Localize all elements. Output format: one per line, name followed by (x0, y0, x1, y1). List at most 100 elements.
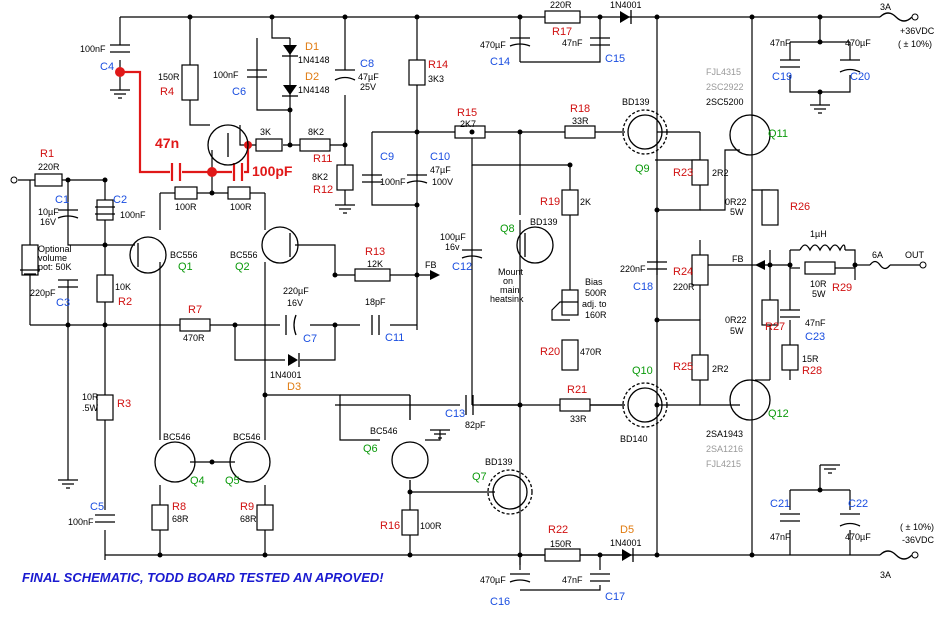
pot-label-3: pot: 50K (38, 262, 72, 272)
r15-ref: R15 (457, 107, 477, 119)
r23-value: 2R2 (712, 168, 729, 178)
r25-value: 2R2 (712, 364, 729, 374)
r11-ref: R11 (313, 153, 332, 165)
c17-ref: C17 (605, 591, 625, 603)
q6-type: BC546 (370, 426, 398, 436)
r26-ref: R26 (790, 201, 810, 213)
r15-value: 2K7 (460, 119, 476, 129)
r21-value: 33R (570, 414, 587, 424)
r4-value: 150R (158, 72, 180, 82)
r19-ref: R19 (540, 196, 560, 208)
r29-ref: R29 (832, 282, 852, 294)
q8-ref: Q8 (500, 223, 515, 235)
r21-ref: R21 (567, 384, 587, 396)
mount-label-3: main (500, 285, 520, 295)
c1-value: 10µF (38, 207, 59, 217)
r29-watt: 5W (812, 289, 826, 299)
bias-label-3: adj. to (582, 299, 607, 309)
c15-value: 47nF (562, 38, 583, 48)
c10-voltage: 100V (432, 177, 453, 187)
bias-label-2: 500R (585, 288, 607, 298)
d3-value: 1N4001 (270, 370, 302, 380)
schematic-title: FINAL SCHEMATIC, TODD BOARD TESTED AN AP… (22, 570, 384, 585)
q11-type: 2SC5200 (706, 97, 744, 107)
q1-type: BC556 (170, 250, 198, 260)
c19-ref: C19 (772, 71, 792, 83)
inductor-l1 (799, 244, 846, 252)
c9-ref: C9 (380, 151, 394, 163)
q10-ref: Q10 (632, 365, 653, 377)
c3-value: 220pF (30, 288, 56, 298)
d5-value: 1N4001 (610, 538, 642, 548)
c19-value: 47nF (770, 38, 791, 48)
c23-ref: C23 (805, 331, 825, 343)
c12-voltage: 16v (445, 242, 460, 252)
d1-value: 1N4148 (298, 55, 330, 65)
r9-value: 68R (240, 514, 257, 524)
c12-ref: C12 (452, 261, 472, 273)
r-q1-b-value: 100R (230, 202, 252, 212)
pos-tolerance: ( ± 10%) (898, 39, 932, 49)
c4-ref: C4 (100, 61, 114, 73)
fb-label-left: FB (425, 260, 437, 270)
bias-label-4: 160R (585, 310, 607, 320)
d4-value: 1N4001 (610, 0, 642, 10)
c5-value: 100nF (68, 517, 94, 527)
c22-ref: C22 (848, 498, 868, 510)
r1-ref: R1 (40, 148, 54, 160)
mount-label-4: heatsink (490, 294, 524, 304)
c7-ref: C7 (303, 333, 317, 345)
c10-ref: C10 (430, 151, 450, 163)
pot-label-1: Optional (38, 244, 72, 254)
r3-ref: R3 (117, 398, 131, 410)
c6-value: 100nF (213, 70, 239, 80)
c17-value: 47nF (562, 575, 583, 585)
r8-value: 68R (172, 514, 189, 524)
r7-value: 470R (183, 333, 205, 343)
r26-value: 0R22 (725, 197, 747, 207)
c16-ref: C16 (490, 596, 510, 608)
r22-ref: R22 (548, 524, 568, 536)
c16-value: 470µF (480, 575, 506, 585)
q9-type: BD139 (622, 97, 650, 107)
capacitors (57, 37, 861, 583)
out-label: OUT (905, 250, 925, 260)
d2-ref: D2 (305, 71, 319, 83)
r23-ref: R23 (673, 167, 693, 179)
q2-ref: Q2 (235, 261, 250, 273)
q11-ref: Q11 (768, 128, 788, 140)
mount-label-2: on (503, 276, 513, 286)
q11-alt1: FJL4315 (706, 67, 741, 77)
c23-value: 47nF (805, 318, 826, 328)
transistors (129, 109, 771, 515)
c14-value: 470µF (480, 40, 506, 50)
c10-value: 47µF (430, 165, 451, 175)
r7-ref: R7 (188, 304, 202, 316)
c13-value: 82pF (465, 420, 486, 430)
r27-watt: 5W (730, 326, 744, 336)
c15-ref: C15 (605, 53, 625, 65)
r4-ref: R4 (160, 86, 174, 98)
r14-value: 3K3 (428, 74, 444, 84)
r12-value: 8K2 (312, 172, 328, 182)
grounds (20, 89, 840, 489)
r16-ref: R16 (380, 520, 400, 532)
c21-value: 47nF (770, 532, 791, 542)
c18-ref: C18 (633, 281, 653, 293)
r28-ref: R28 (802, 365, 822, 377)
q1-ref: Q1 (178, 261, 193, 273)
mount-label-1: Mount (498, 267, 524, 277)
r25-ref: R25 (673, 361, 693, 373)
fb-label-right: FB (732, 254, 744, 264)
q12-type: 2SA1943 (706, 429, 743, 439)
r27-ref: R27 (765, 321, 785, 333)
c6-ref: C6 (232, 86, 246, 98)
c8-voltage: 25V (360, 82, 376, 92)
c8-ref: C8 (360, 58, 374, 70)
c18-value: 220nF (620, 264, 646, 274)
c8-value: 47µF (358, 72, 379, 82)
q10-type: BD140 (620, 434, 648, 444)
c12-value: 100µF (440, 232, 466, 242)
r2-value: 10K (115, 282, 131, 292)
